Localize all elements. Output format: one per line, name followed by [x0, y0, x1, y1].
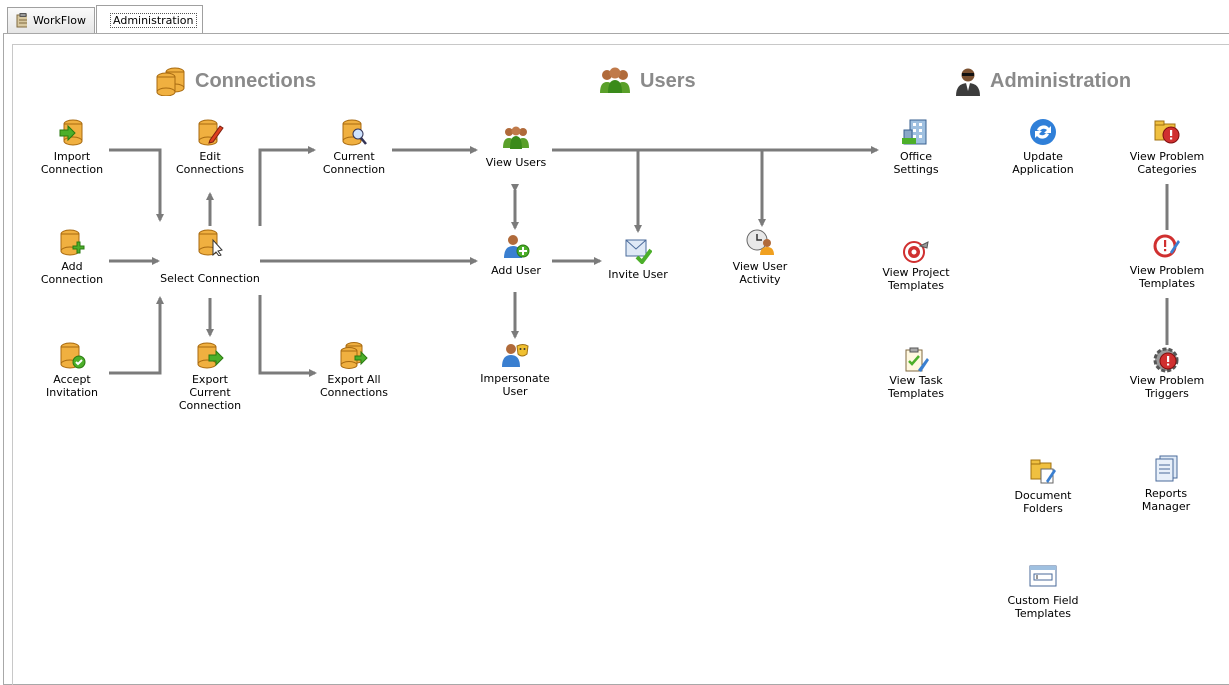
project-target-icon [903, 241, 929, 263]
document-folders-icon [1030, 459, 1056, 484]
add-connection[interactable]: Add Connection [32, 228, 112, 286]
node-label: Export All Connections [320, 373, 388, 399]
refresh-icon [1030, 119, 1056, 145]
export-all-databases-icon [340, 342, 368, 369]
invite-user[interactable]: Invite User [598, 236, 678, 281]
user-activity-icon [746, 229, 774, 255]
office-building-icon [902, 119, 927, 145]
export-all-connections[interactable]: Export All Connections [314, 341, 394, 399]
tab-workflow[interactable]: WorkFlow [7, 7, 95, 33]
add-user[interactable]: Add User [476, 232, 556, 277]
office-settings[interactable]: Office Settings [876, 118, 956, 176]
custom-field-form-icon [1029, 565, 1057, 587]
node-label: View Task Templates [888, 374, 944, 400]
document-folders[interactable]: Document Folders [1003, 457, 1083, 515]
node-label: Office Settings [893, 150, 939, 176]
node-label: Edit Connections [176, 150, 244, 176]
view-problem-triggers[interactable]: View Problem Triggers [1122, 346, 1212, 400]
node-label: Reports Manager [1141, 487, 1191, 513]
section-title-connections: Connections [195, 69, 317, 92]
node-label: Select Connection [160, 272, 260, 285]
add-database-icon [60, 229, 85, 256]
node-label: Import Connection [40, 150, 104, 176]
tab-label: WorkFlow [33, 14, 86, 27]
section-title-users: Users [640, 69, 696, 92]
node-label: View Problem Categories [1129, 150, 1205, 176]
users-group-icon [503, 126, 529, 149]
node-label: Document Folders [1014, 489, 1072, 515]
section-administration: Administration [954, 66, 1131, 96]
problem-triggers-gear-icon [1153, 347, 1179, 373]
view-problem-categories[interactable]: View Problem Categories [1122, 118, 1212, 176]
node-label: Add User [491, 264, 541, 277]
impersonate-user-icon [502, 344, 529, 367]
view-project-templates[interactable]: View Project Templates [870, 238, 962, 292]
node-label: View User Activity [732, 260, 788, 286]
import-connection[interactable]: Import Connection [32, 118, 112, 176]
problem-templates-icon [1153, 234, 1180, 258]
edit-connections[interactable]: Edit Connections [170, 118, 250, 176]
tab-bar: WorkFlow Administration [0, 0, 1229, 34]
reports-manager[interactable]: Reports Manager [1126, 455, 1206, 513]
node-label: Impersonate User [480, 372, 550, 398]
search-database-icon [342, 119, 367, 146]
reports-icon [1155, 455, 1178, 482]
add-user-icon [504, 235, 530, 258]
view-problem-templates[interactable]: View Problem Templates [1122, 232, 1212, 290]
impersonate-user[interactable]: Impersonate User [470, 340, 560, 398]
administrator-icon [956, 68, 980, 96]
edit-database-icon [198, 119, 224, 146]
invite-mail-icon [625, 239, 652, 264]
node-label: View Problem Triggers [1129, 374, 1205, 400]
accept-database-icon [60, 342, 86, 369]
tab-administration[interactable]: Administration [96, 5, 203, 34]
section-title-administration: Administration [990, 69, 1132, 92]
node-label: View Users [485, 156, 547, 169]
node-label: Accept Invitation [46, 373, 98, 399]
export-database-icon [197, 342, 224, 369]
custom-field-templates[interactable]: Custom Field Templates [1003, 562, 1083, 620]
node-label: Invite User [608, 268, 668, 281]
node-label: Add Connection [40, 260, 104, 286]
clipboard-icon [16, 13, 28, 28]
import-database-icon [59, 119, 83, 146]
problem-categories-icon [1154, 120, 1180, 144]
node-label: View Project Templates [882, 266, 950, 292]
accept-invitation[interactable]: Accept Invitation [32, 341, 112, 399]
database-stack-icon [156, 67, 185, 96]
view-users[interactable]: View Users [476, 124, 556, 169]
select-connection[interactable]: Select Connection [160, 228, 260, 285]
node-label: Custom Field Templates [1007, 594, 1079, 620]
section-connections: Connections [155, 66, 316, 96]
view-user-activity[interactable]: View User Activity [720, 228, 800, 286]
view-task-templates[interactable]: View Task Templates [870, 346, 962, 400]
node-label: Update Application [1012, 150, 1074, 176]
task-clipboard-icon [905, 347, 929, 372]
node-label: Current Connection [322, 150, 386, 176]
users-group-icon [600, 67, 630, 93]
current-connection[interactable]: Current Connection [314, 118, 394, 176]
tab-label: Administration [110, 12, 197, 28]
node-label: Export Current Connection [178, 373, 242, 412]
export-current-connection[interactable]: Export Current Connection [170, 341, 250, 412]
update-application[interactable]: Update Application [1003, 118, 1083, 176]
select-database-icon [198, 229, 223, 256]
node-label: View Problem Templates [1129, 264, 1205, 290]
section-users: Users [598, 66, 696, 96]
content-panel [12, 44, 1229, 685]
